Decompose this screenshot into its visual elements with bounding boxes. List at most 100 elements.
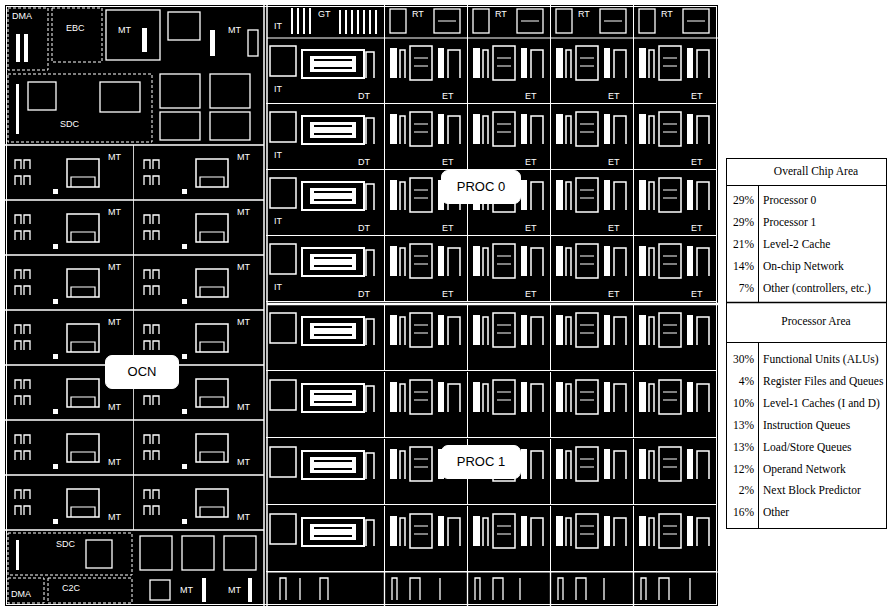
- table-cell: On-chip Network: [763, 261, 844, 273]
- execution-tile: [633, 170, 716, 236]
- circuit-block: [150, 580, 170, 600]
- table-frame: [727, 159, 887, 529]
- unit-label: IT: [274, 151, 282, 160]
- circuit-block: [28, 82, 56, 110]
- execution-tile: [550, 104, 633, 170]
- unit-label: ET: [525, 224, 537, 233]
- unit-label: MT: [228, 586, 241, 595]
- execution-tile: [384, 38, 467, 104]
- router-tile: [144, 159, 228, 194]
- unit-label: MT: [108, 318, 121, 327]
- table-cell: Register Files and Queues: [763, 376, 883, 388]
- unit-label: EBC: [66, 24, 85, 33]
- execution-tile: [633, 236, 716, 302]
- table-cell: Processor 1: [763, 217, 816, 229]
- execution-tile: [467, 506, 550, 572]
- execution-tile: [467, 372, 550, 438]
- circuit-bar: [142, 28, 147, 52]
- circuit-block: [100, 82, 140, 112]
- execution-tile: [633, 305, 716, 371]
- table-header: Processor Area: [781, 316, 850, 328]
- table-percent: 12%: [733, 464, 754, 476]
- router-tile: [15, 214, 99, 249]
- unit-label: MT: [237, 513, 250, 522]
- unit-label: ET: [525, 92, 537, 101]
- unit-label: DT: [358, 224, 370, 233]
- unit-label: MT: [108, 458, 121, 467]
- controller-outline: [8, 8, 152, 603]
- circuit-bar: [16, 34, 20, 62]
- execution-tile: [633, 439, 716, 505]
- execution-tile: [633, 38, 716, 104]
- table-cell: Instruction Queues: [763, 420, 850, 432]
- circuit-bar: [16, 540, 19, 570]
- controller-outline: [48, 578, 132, 603]
- unit-label: IT: [274, 283, 282, 292]
- unit-label: MT: [237, 208, 250, 217]
- unit-label: ET: [442, 158, 454, 167]
- execution-tile: [633, 506, 716, 572]
- execution-tile: [550, 305, 633, 371]
- table-percent: 29%: [733, 195, 754, 207]
- router-tile: [15, 324, 99, 359]
- unit-label: IT: [274, 22, 282, 31]
- circuit-block: [106, 10, 160, 60]
- circuit-bars: [292, 8, 376, 34]
- region-name: OCN: [128, 365, 157, 379]
- panel-separator: [267, 303, 718, 306]
- unit-label: MT: [108, 403, 121, 412]
- unit-label: RT: [412, 10, 424, 19]
- table-rule: [726, 302, 887, 304]
- region-label-box: PROC 0: [441, 170, 521, 204]
- circuit-block: [160, 112, 200, 140]
- unit-label: DT: [358, 92, 370, 101]
- circuit-bar: [24, 34, 28, 62]
- execution-tile: [467, 38, 550, 104]
- unit-label: MT: [108, 208, 121, 217]
- router-tile: [144, 324, 228, 359]
- unit-label: IT: [274, 85, 282, 94]
- region-name: PROC 0: [457, 180, 505, 194]
- execution-tile: [633, 372, 716, 438]
- unit-label: ET: [608, 92, 620, 101]
- circuit-blocks: [28, 10, 258, 600]
- region-name: PROC 1: [457, 455, 505, 469]
- circuit-block: [210, 74, 250, 108]
- register-tile: [468, 5, 544, 38]
- table-cell: Other (controllers, etc.): [763, 283, 871, 295]
- execution-tile: [384, 305, 467, 371]
- unit-label: GT: [318, 10, 331, 19]
- region-label-box: OCN: [105, 355, 179, 389]
- data-tile: [266, 380, 384, 438]
- controller-outline: [8, 74, 152, 142]
- controller-outline: [8, 533, 132, 575]
- execution-tile: [550, 372, 633, 438]
- unit-label: ET: [442, 290, 454, 299]
- unit-label: ET: [608, 290, 620, 299]
- controller-outline: [8, 8, 48, 70]
- table-percent: 21%: [733, 239, 754, 251]
- unit-label: DT: [358, 290, 370, 299]
- execution-tile: [550, 439, 633, 505]
- circuit-block: [248, 30, 258, 56]
- circuit-bars: [16, 28, 252, 602]
- router-tile: [15, 159, 99, 194]
- data-tile: [266, 46, 384, 104]
- execution-tile: [550, 170, 633, 236]
- execution-tile: [467, 305, 550, 371]
- unit-label: C2C: [62, 584, 80, 593]
- table-rule: [758, 185, 759, 302]
- table-percent: 13%: [733, 420, 754, 432]
- unit-label: MT: [237, 153, 250, 162]
- table-percent: 29%: [733, 217, 754, 229]
- execution-tile: [384, 236, 467, 302]
- unit-label: ET: [608, 158, 620, 167]
- execution-tile: [550, 506, 633, 572]
- table-percent: 13%: [733, 442, 754, 454]
- circuit-block: [210, 112, 250, 140]
- table-rule: [726, 185, 887, 186]
- tile-grid: [5, 145, 264, 530]
- tile-grid: [133, 145, 134, 530]
- circuit-bar: [202, 578, 206, 602]
- table-rule: [726, 342, 887, 343]
